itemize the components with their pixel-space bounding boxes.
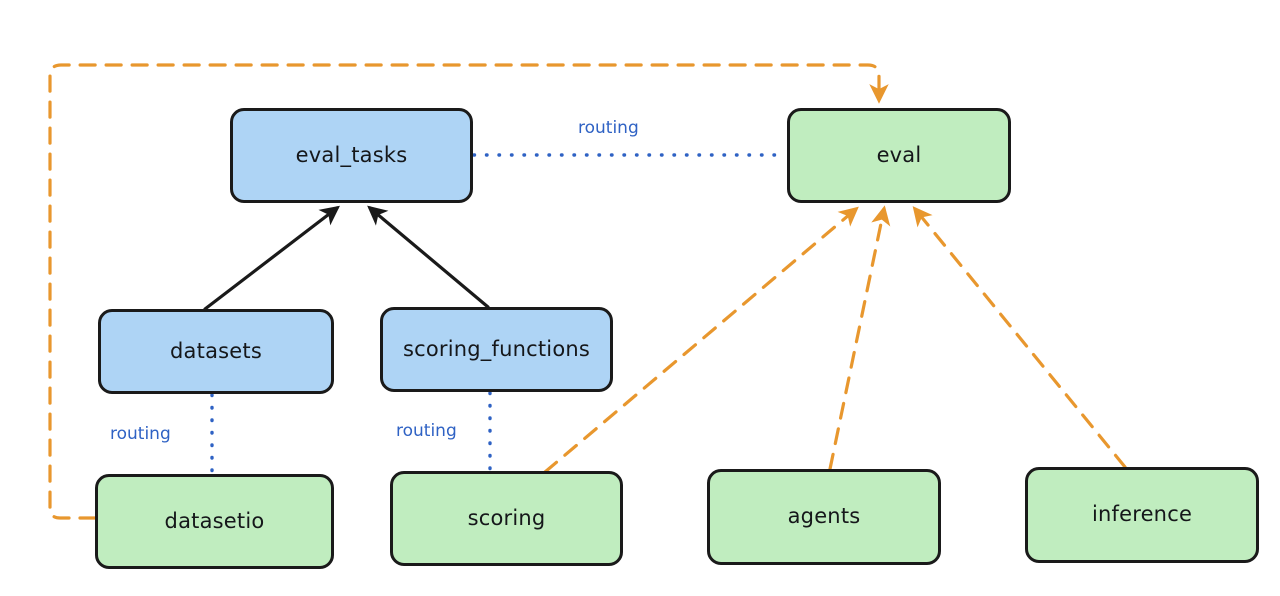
edge-scoring-eval [543, 206, 859, 474]
edge-label-routing-scoring-functions-scoring: routing [396, 421, 457, 441]
edge-agents-eval [828, 205, 891, 471]
edge-inference-eval [912, 206, 1127, 469]
node-label: agents [787, 504, 861, 529]
node-label: inference [1091, 502, 1193, 527]
node-inference[interactable]: inference [1025, 467, 1259, 563]
node-eval-tasks[interactable]: eval_tasks [230, 108, 473, 203]
node-eval[interactable]: eval [787, 108, 1011, 203]
node-datasetio[interactable]: datasetio [95, 474, 334, 569]
edge-datasetio-eval [48, 63, 889, 520]
node-label: eval_tasks [295, 142, 408, 167]
edge-scoring_functions-eval_tasks [367, 205, 490, 309]
node-agents[interactable]: agents [707, 469, 941, 565]
edge-label-routing-datasets-datasetio: routing [110, 424, 171, 444]
node-label: eval [876, 142, 922, 167]
edge-datasets-eval_tasks [203, 205, 340, 311]
node-datasets[interactable]: datasets [98, 309, 334, 394]
node-scoring[interactable]: scoring [390, 471, 623, 566]
edge-label-routing-eval-tasks-eval: routing [578, 118, 639, 138]
node-label: datasetio [164, 508, 265, 533]
node-scoring-functions[interactable]: scoring_functions [380, 307, 613, 392]
node-label: scoring_functions [402, 336, 591, 361]
node-label: datasets [170, 338, 262, 363]
node-label: scoring [467, 505, 546, 530]
